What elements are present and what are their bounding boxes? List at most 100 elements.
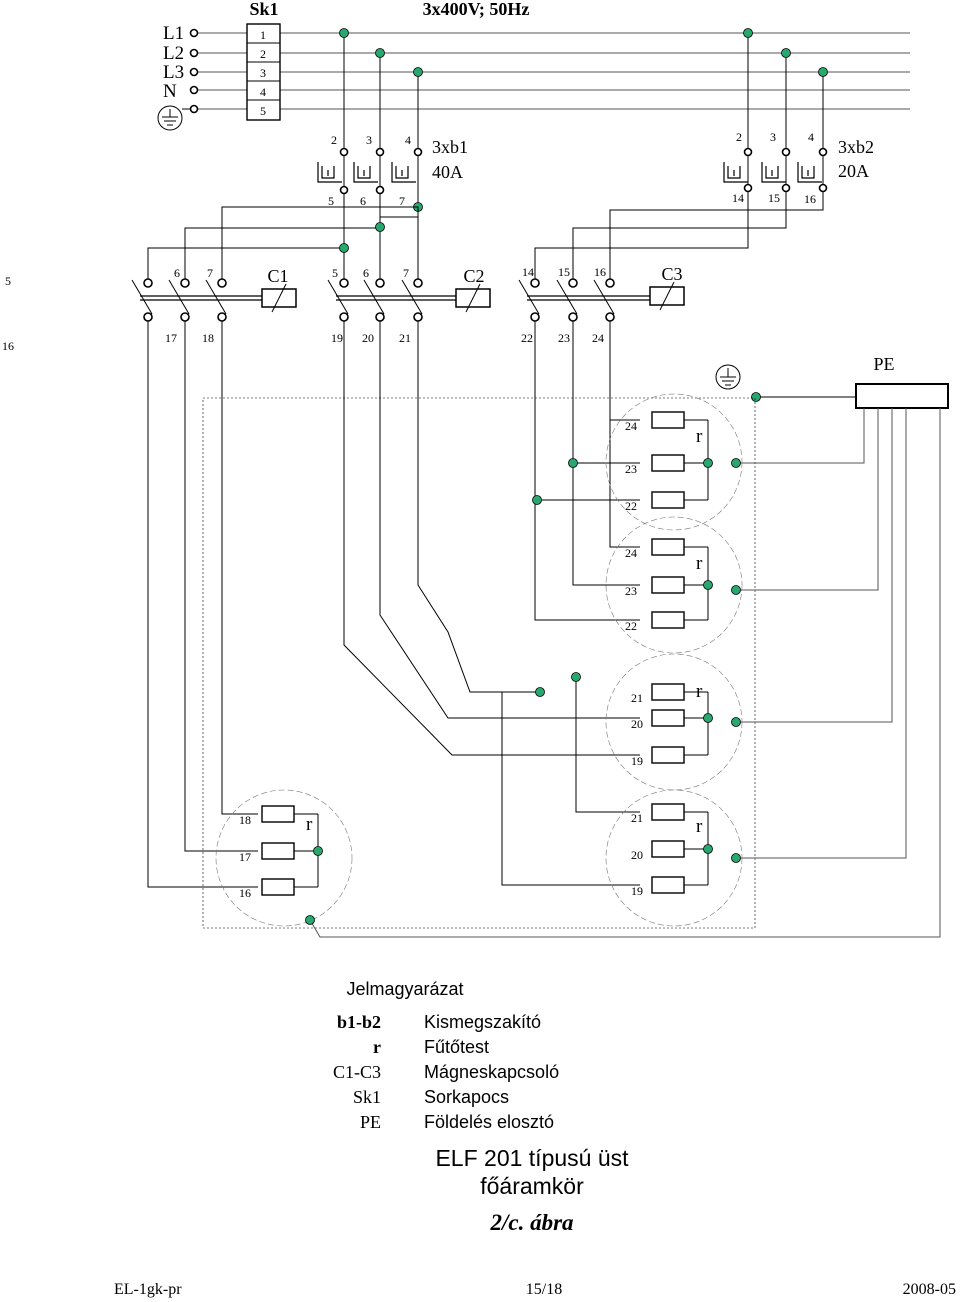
contactor-terminal: 24 xyxy=(592,331,604,345)
contactor-terminal: 17 xyxy=(165,331,177,345)
breaker-terminal: 15 xyxy=(768,191,780,205)
heater-element xyxy=(261,805,295,823)
legend-value: Fűtőtest xyxy=(424,1037,489,1057)
heater-group-outline xyxy=(605,653,743,791)
pe-label: PE xyxy=(873,354,894,374)
legend-value: Kismegszakító xyxy=(424,1012,541,1032)
legend-value: Mágneskapcsoló xyxy=(424,1062,559,1082)
terminal-number: 5 xyxy=(260,104,266,118)
pe-connection-dot xyxy=(731,458,741,468)
heater-terminal-number: 18 xyxy=(239,813,251,827)
heater-terminal-number: 21 xyxy=(631,811,643,825)
contactor-terminal: 20 xyxy=(362,331,374,345)
legend-key: PE xyxy=(360,1112,381,1132)
heater-group-outline xyxy=(605,516,743,654)
heater-element xyxy=(651,709,685,727)
contactor-terminal: 6 xyxy=(363,266,369,280)
legend-key: r xyxy=(373,1037,381,1057)
heater-label: r xyxy=(306,814,313,835)
heater-terminal-number: 21 xyxy=(631,691,643,705)
heater-label: r xyxy=(696,681,703,702)
contactor-c3 xyxy=(518,278,685,322)
figure-number: 2/c. ábra xyxy=(489,1210,573,1235)
contactor-terminal: 5 xyxy=(332,266,338,280)
heater-group-outline xyxy=(215,789,353,927)
breaker-terminal: 16 xyxy=(804,192,816,206)
legend-title: Jelmagyarázat xyxy=(346,979,463,999)
breaker-b1 xyxy=(317,28,423,212)
contactor-terminal: 19 xyxy=(331,331,343,345)
legend-key: C1-C3 xyxy=(333,1062,381,1082)
terminal-number: 1 xyxy=(260,28,266,42)
contactor-c1 xyxy=(131,278,297,322)
legend-value: Földelés elosztó xyxy=(424,1112,554,1132)
heater-star-point xyxy=(703,580,713,590)
breaker-terminal: 2 xyxy=(331,133,337,147)
contactor-terminal: 7 xyxy=(403,266,409,280)
terminal-number: 2 xyxy=(260,47,266,61)
pe-connection-dot xyxy=(731,717,741,727)
contactor-terminal: 16 xyxy=(594,265,606,279)
heater-label: r xyxy=(696,426,703,447)
heater-group: 18 17 16 r xyxy=(215,789,353,927)
heater-element xyxy=(651,803,685,821)
breaker-terminal: 3 xyxy=(366,133,372,147)
pe-wires xyxy=(309,408,941,938)
heater-star-point xyxy=(703,713,713,723)
heater-terminal-number: 17 xyxy=(239,850,251,864)
heater-terminal-number: 23 xyxy=(625,462,637,476)
pe-connection-dot xyxy=(731,853,741,863)
heater-element xyxy=(651,840,685,858)
heater-group: 21 20 19 r xyxy=(605,653,743,791)
heater-terminal-number: 16 xyxy=(239,886,251,900)
heater-terminal-number: 24 xyxy=(625,546,637,560)
breaker-b2-rating: 20A xyxy=(838,161,869,181)
contactor-terminal: 14 xyxy=(522,265,534,279)
contactor-c1-label: C1 xyxy=(267,266,288,286)
line-label-n: N xyxy=(163,81,177,102)
breaker-b1-rating: 40A xyxy=(432,162,463,182)
heater-terminal-number: 19 xyxy=(631,754,643,768)
heater-terminal-number: 22 xyxy=(625,499,637,513)
breaker-terminal: 3 xyxy=(770,130,776,144)
heater-terminal-number: 23 xyxy=(625,584,637,598)
heater-label: r xyxy=(696,816,703,837)
caption-line-2: főáramkör xyxy=(480,1173,584,1199)
line-label-l3: L3 xyxy=(163,62,184,83)
heater-element xyxy=(651,491,685,509)
footer-left: EL-1gk-pr xyxy=(114,1281,182,1298)
heater-element xyxy=(651,611,685,629)
heater-group-outline xyxy=(605,393,743,531)
line-label-l1: L1 xyxy=(163,23,184,44)
breaker-terminal: 2 xyxy=(736,130,742,144)
contactor-c2 xyxy=(327,278,491,322)
contactor-terminal: 23 xyxy=(558,331,570,345)
contactor-c3-label: C3 xyxy=(661,264,682,284)
breaker-terminal: 6 xyxy=(360,194,366,208)
heater-label: r xyxy=(696,553,703,574)
terminal-block-sk1 xyxy=(246,23,281,121)
heater-element xyxy=(651,576,685,594)
legend-value: Sorkapocs xyxy=(424,1087,509,1107)
breaker-terminal: 4 xyxy=(808,130,814,144)
terminal-number: 4 xyxy=(260,85,266,99)
breaker-terminal: 4 xyxy=(405,133,411,147)
enclosure xyxy=(202,397,756,929)
terminal-block-title: Sk1 xyxy=(249,0,278,19)
contactor-terminal: 7 xyxy=(207,266,213,280)
footer-center: 15/18 xyxy=(526,1281,562,1298)
load-wires xyxy=(147,321,640,888)
supply-ground-icon xyxy=(157,105,183,131)
heater-terminal-number: 20 xyxy=(631,717,643,731)
legend-key: b1-b2 xyxy=(337,1012,381,1032)
footer-right: 2008-05 xyxy=(903,1281,956,1298)
heater-group-outline xyxy=(605,789,743,927)
heater-element xyxy=(651,876,685,894)
caption-line-1: ELF 201 típusú üst xyxy=(435,1145,629,1171)
heater-element xyxy=(651,683,685,701)
contactor-c2-label: C2 xyxy=(463,266,484,286)
heater-element xyxy=(261,842,295,860)
